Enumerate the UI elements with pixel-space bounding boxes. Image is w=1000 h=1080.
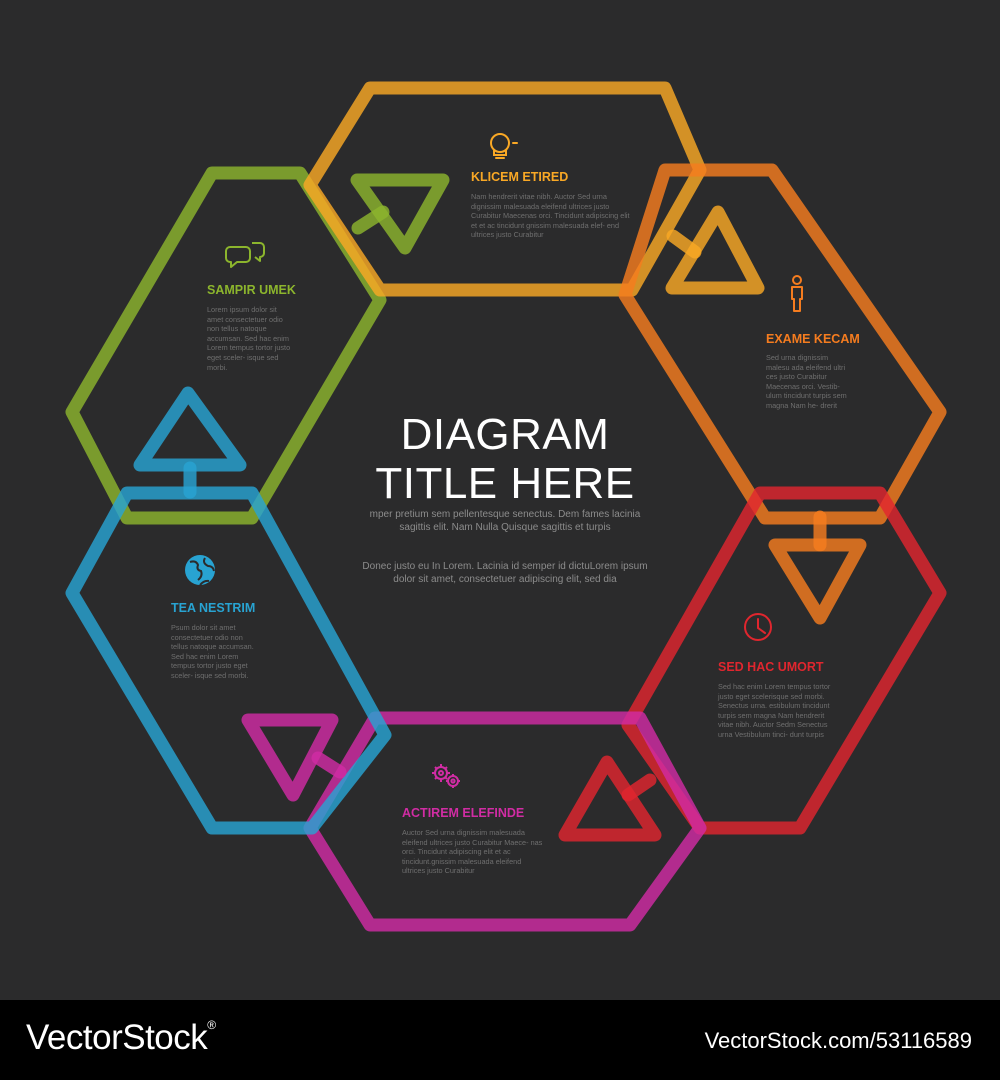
- globe-icon: [185, 555, 215, 586]
- hexagon-top-left: [65, 166, 387, 525]
- segment-title-top: KLICEM ETIRED: [471, 170, 569, 184]
- watermark-brand-text: VectorStock: [26, 1018, 208, 1057]
- arrow-link-top-right: [666, 229, 702, 259]
- arrow-bottom-right: [768, 538, 867, 625]
- segment-body-top: Nam hendrerit vitae nibh. Auctor Sed urn…: [471, 192, 630, 240]
- diagram-title: DIAGRAM TITLE HERE: [360, 410, 650, 508]
- arrow-link-bottom: [621, 773, 657, 802]
- segment-body-bottom-left: Psum dolor sit amet consectetuer odio no…: [171, 623, 254, 680]
- diagram-title-line1: DIAGRAM: [400, 410, 610, 459]
- lightbulb-icon: [490, 133, 518, 159]
- segment-body-top-left: Lorem ipsum dolor sit amet consectetuer …: [207, 305, 291, 372]
- hexagon-bottom-left: [65, 486, 392, 835]
- arrow-top-left: [133, 386, 247, 472]
- segment-title-bottom-left: TEA NESTRIM: [171, 601, 256, 615]
- segment-title-bottom-right: SED HAC UMORT: [718, 660, 824, 674]
- segment-title-top-left: SAMPIR UMEK: [207, 283, 296, 297]
- watermark-registered-mark: ®: [207, 1018, 216, 1032]
- watermark-brand: VectorStock®: [26, 1018, 216, 1058]
- person-icon: [791, 275, 803, 312]
- segment-title-bottom: ACTIREM ELEFINDE: [402, 806, 525, 820]
- segment-body-bottom-right: Sed hac enim Lorem tempus tortor justo e…: [718, 682, 831, 739]
- segment-body-top-right: Sed urna dignissim malesu ada eleifend u…: [766, 353, 847, 410]
- speech-bubbles-icon: [225, 242, 265, 268]
- watermark-url: VectorStock.com/53116589: [704, 1028, 972, 1053]
- diagram-canvas: KLICEM ETIRED Nam hendrerit vitae nibh. …: [0, 0, 1000, 1000]
- hexagon-bottom-right: [621, 486, 947, 835]
- diagram-art: [65, 81, 947, 932]
- clock-icon: [744, 613, 772, 641]
- hexagon-top-right: [618, 163, 947, 525]
- intro-paragraph-1: mper pretium sem pellentesque senectus. …: [369, 509, 641, 533]
- gears-icon: [432, 764, 460, 788]
- watermark-bar: VectorStock® VectorStock.com/53116589: [0, 1000, 1000, 1080]
- diagram-title-line2: TITLE HERE: [375, 459, 635, 508]
- arrow-link-top: [351, 205, 390, 235]
- segment-body-bottom: Auctor Sed urna dignissim malesuada elei…: [402, 828, 543, 876]
- arrow-link-bottom-left: [311, 751, 347, 779]
- arrow-bottom: [558, 755, 662, 842]
- segment-title-top-right: EXAME KECAM: [766, 332, 860, 346]
- intro-paragraph-2: Donec justo eu In Lorem. Lacinia id semp…: [362, 561, 648, 585]
